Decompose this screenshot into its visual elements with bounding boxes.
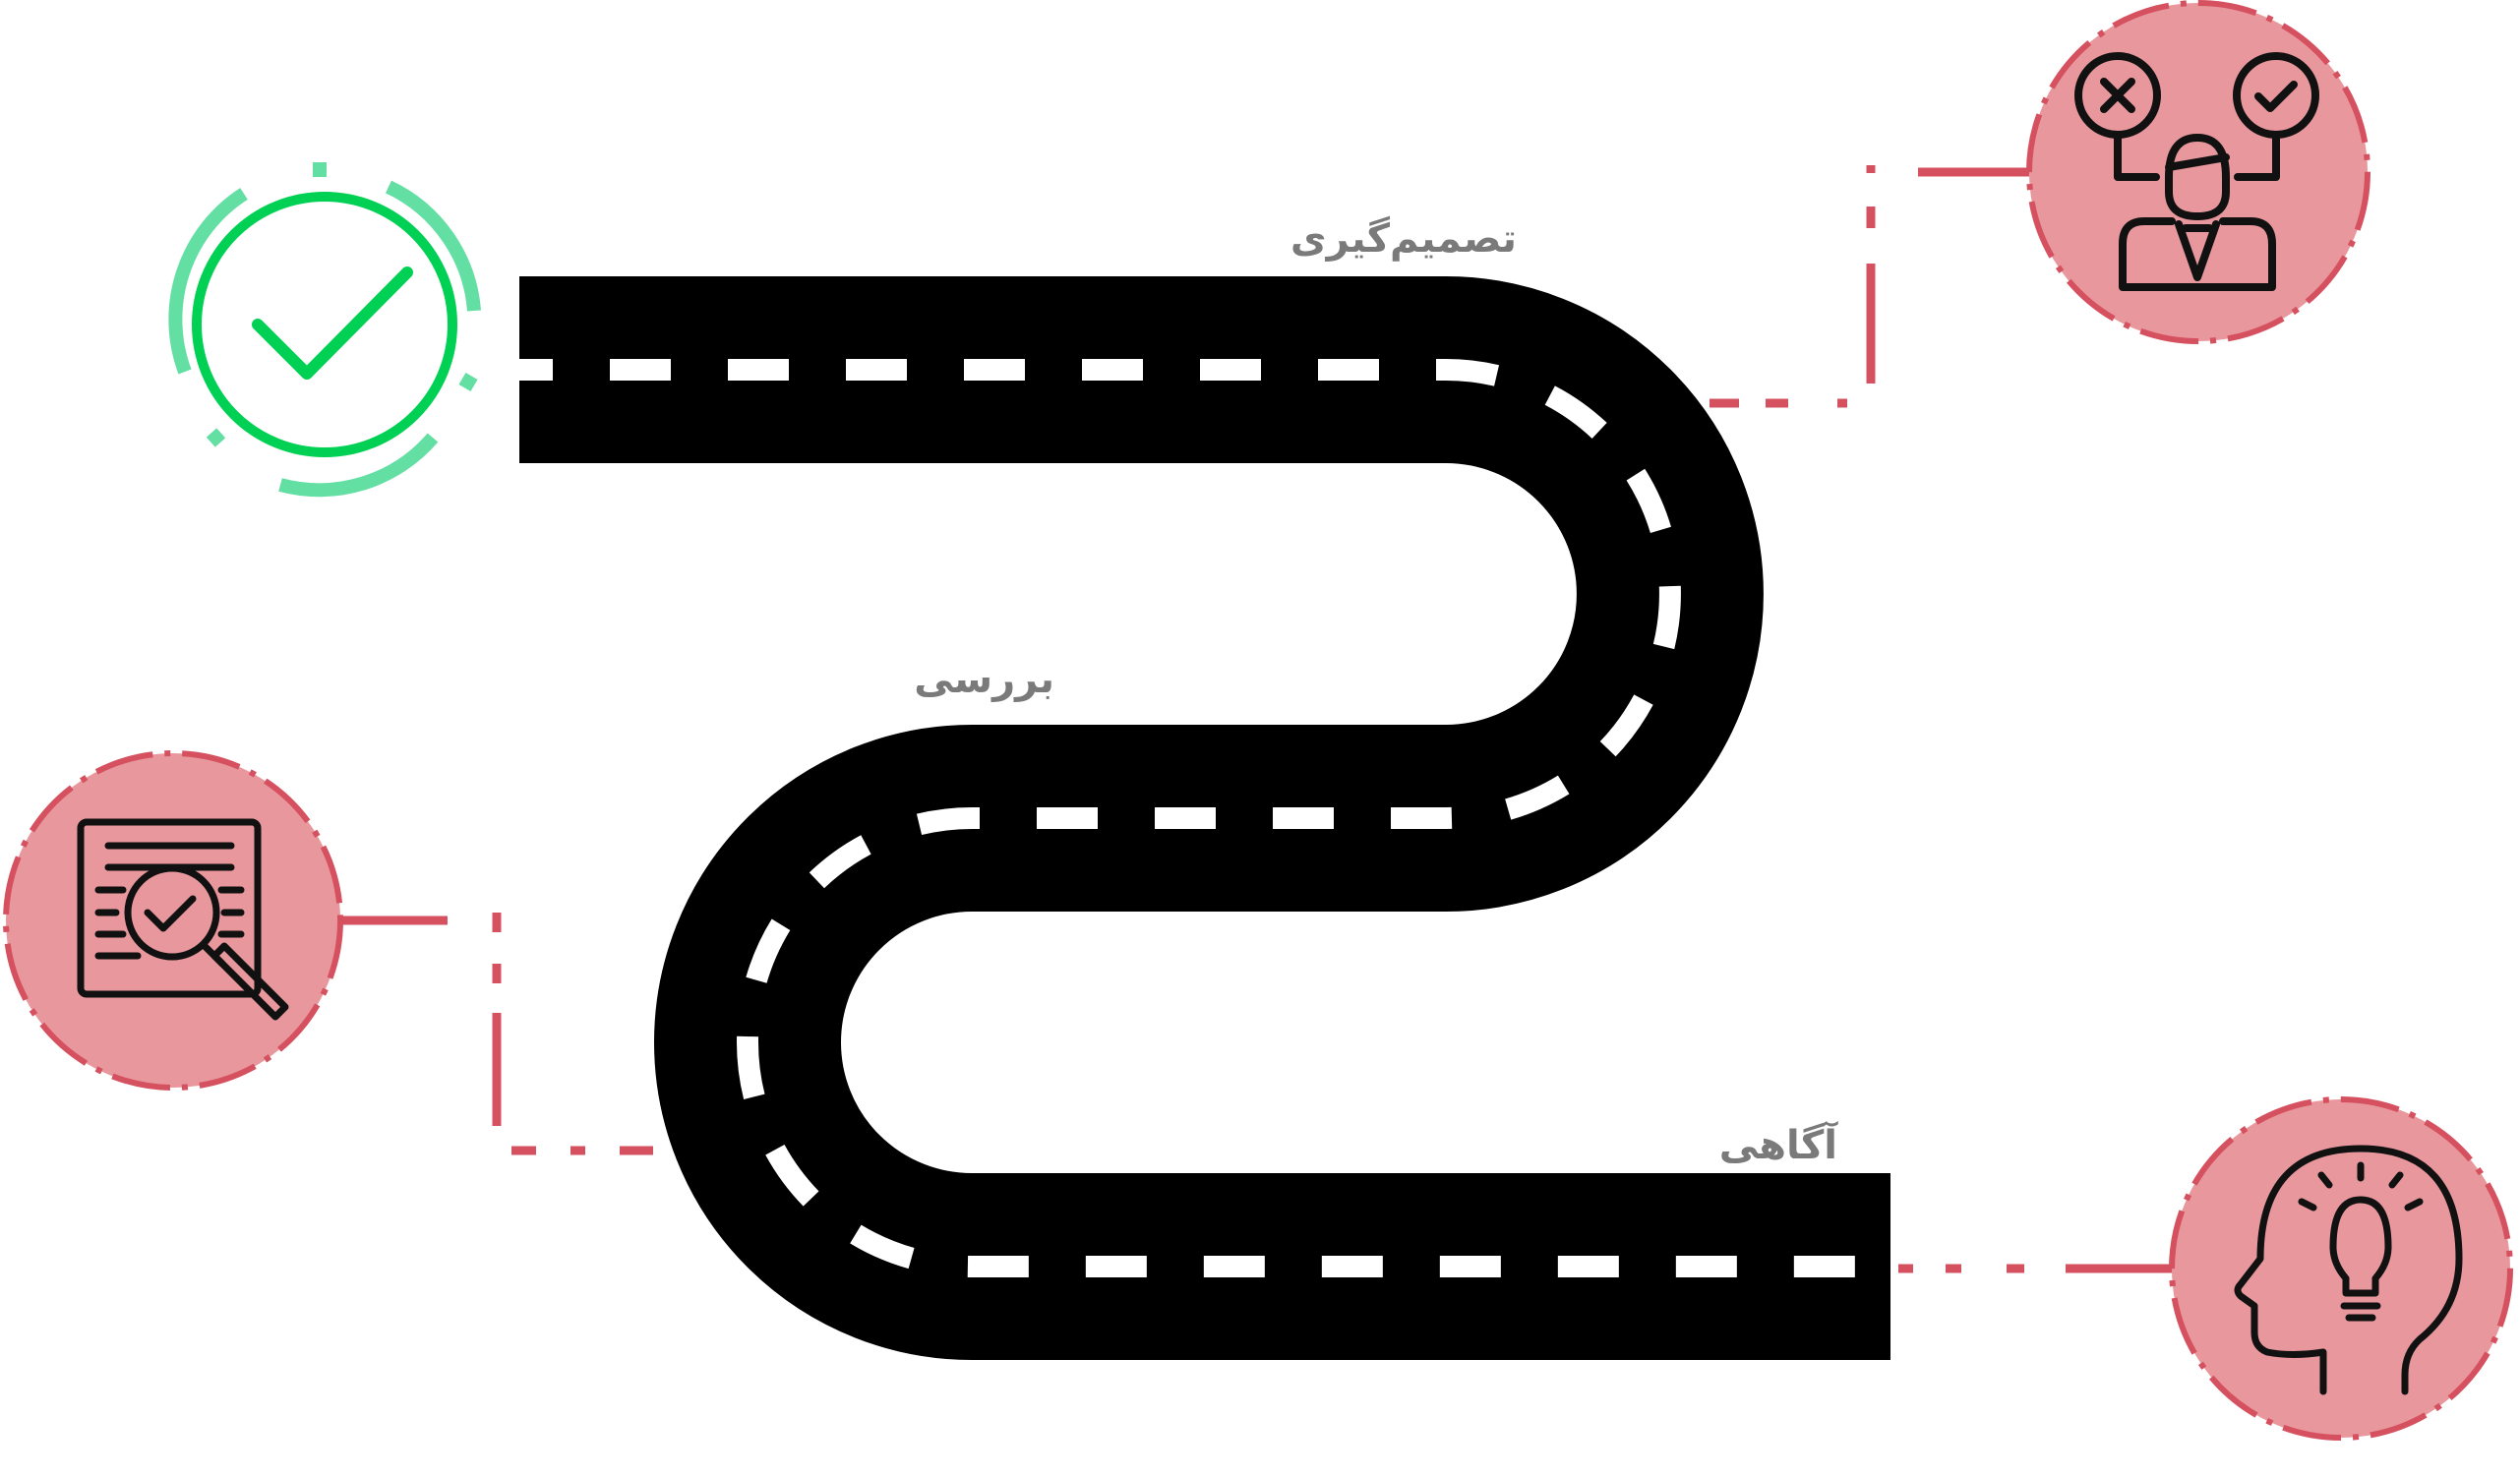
connector-review (342, 913, 653, 1155)
checkmark-circle-icon (168, 162, 481, 498)
node-awareness (2169, 1096, 2513, 1441)
head-lightbulb-icon (2234, 1145, 2463, 1395)
road-lane-dashes (519, 359, 1890, 1277)
stage-label-awareness: آگاهی (1719, 1120, 1838, 1168)
connector-decision (1710, 165, 2029, 408)
node-decision (2026, 0, 2370, 344)
stage-label-decision: تصمیم‌گیری (1290, 215, 1517, 262)
node-review (3, 750, 343, 1091)
decision-person-icon (2074, 52, 2319, 291)
document-search-icon (77, 818, 289, 1021)
stage-label-review: بررسی (914, 657, 1054, 702)
road (519, 276, 1890, 1360)
